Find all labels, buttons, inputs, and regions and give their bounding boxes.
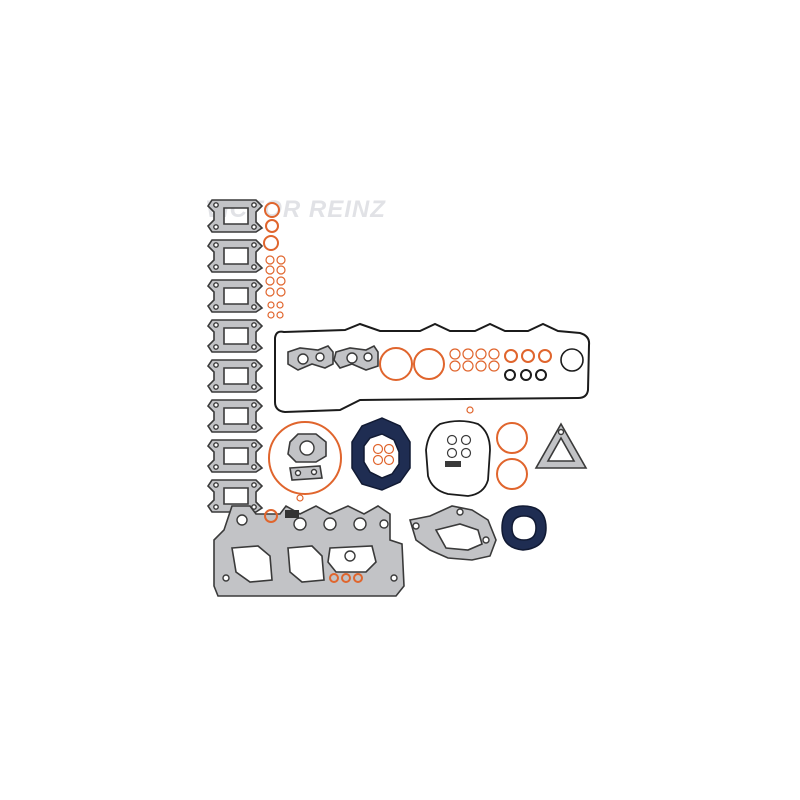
bolt-hole (251, 264, 257, 270)
bolt-hole (213, 322, 219, 328)
exhaust-manifold-gasket (206, 279, 264, 313)
bolt-hole (251, 202, 257, 208)
bolt-hole (213, 384, 219, 390)
front-cover-gasket (425, 406, 491, 497)
crankshaft-seal-large (351, 417, 411, 491)
bolt-hole (213, 242, 219, 248)
bolt-hole (213, 482, 219, 488)
exhaust-manifold-gasket (206, 319, 264, 353)
bolt-hole (251, 482, 257, 488)
bolt-hole (251, 504, 257, 510)
bolt-hole (213, 202, 219, 208)
bolt-hole (213, 442, 219, 448)
bolt-hole (213, 344, 219, 350)
head-gasket (213, 504, 405, 597)
exhaust-manifold-gasket (206, 199, 264, 233)
pump-gasket (408, 505, 497, 561)
exhaust-manifold-gasket (206, 239, 264, 273)
large-orings-right (496, 422, 528, 490)
crankshaft-seal-small (501, 505, 547, 551)
bolt-hole (251, 384, 257, 390)
small-orings-column (263, 202, 286, 319)
bolt-hole (251, 242, 257, 248)
exhaust-manifold-gasket (206, 439, 264, 473)
bolt-hole (213, 464, 219, 470)
bolt-hole (251, 424, 257, 430)
bolt-hole (213, 402, 219, 408)
bolt-hole (251, 464, 257, 470)
bolt-hole (251, 304, 257, 310)
bolt-hole (251, 282, 257, 288)
valve-cover-contents (287, 344, 584, 381)
bolt-hole (213, 362, 219, 368)
bolt-hole (213, 264, 219, 270)
valve-cover-gasket (274, 322, 591, 414)
turbo-gasket-group (268, 421, 342, 502)
bolt-hole (213, 304, 219, 310)
bolt-hole (251, 322, 257, 328)
bolt-hole (213, 224, 219, 230)
bolt-hole (251, 224, 257, 230)
bolt-hole (213, 504, 219, 510)
exhaust-manifold-gasket (206, 479, 264, 513)
bolt-hole (213, 424, 219, 430)
bolt-hole (213, 282, 219, 288)
exhaust-manifold-gasket (206, 399, 264, 433)
bolt-hole (251, 402, 257, 408)
exhaust-manifold-gaskets (206, 199, 264, 513)
bolt-hole (251, 442, 257, 448)
bolt-hole (251, 362, 257, 368)
triangle-flange-gasket (534, 422, 588, 469)
bolt-hole (251, 344, 257, 350)
exhaust-manifold-gasket (206, 359, 264, 393)
